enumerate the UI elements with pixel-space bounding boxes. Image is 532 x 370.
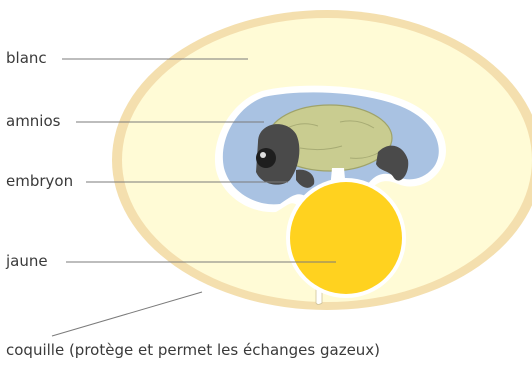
label-jaune: jaune bbox=[6, 254, 48, 269]
label-amnios: amnios bbox=[6, 114, 60, 129]
label-blanc: blanc bbox=[6, 51, 47, 66]
label-embryon: embryon bbox=[6, 174, 73, 189]
embryo-eye-highlight bbox=[260, 152, 266, 158]
embryo-eye bbox=[256, 148, 276, 168]
yolk bbox=[290, 182, 402, 294]
leader-coquille bbox=[52, 292, 202, 336]
label-coquille: coquille (protège et permet les échanges… bbox=[6, 343, 380, 358]
